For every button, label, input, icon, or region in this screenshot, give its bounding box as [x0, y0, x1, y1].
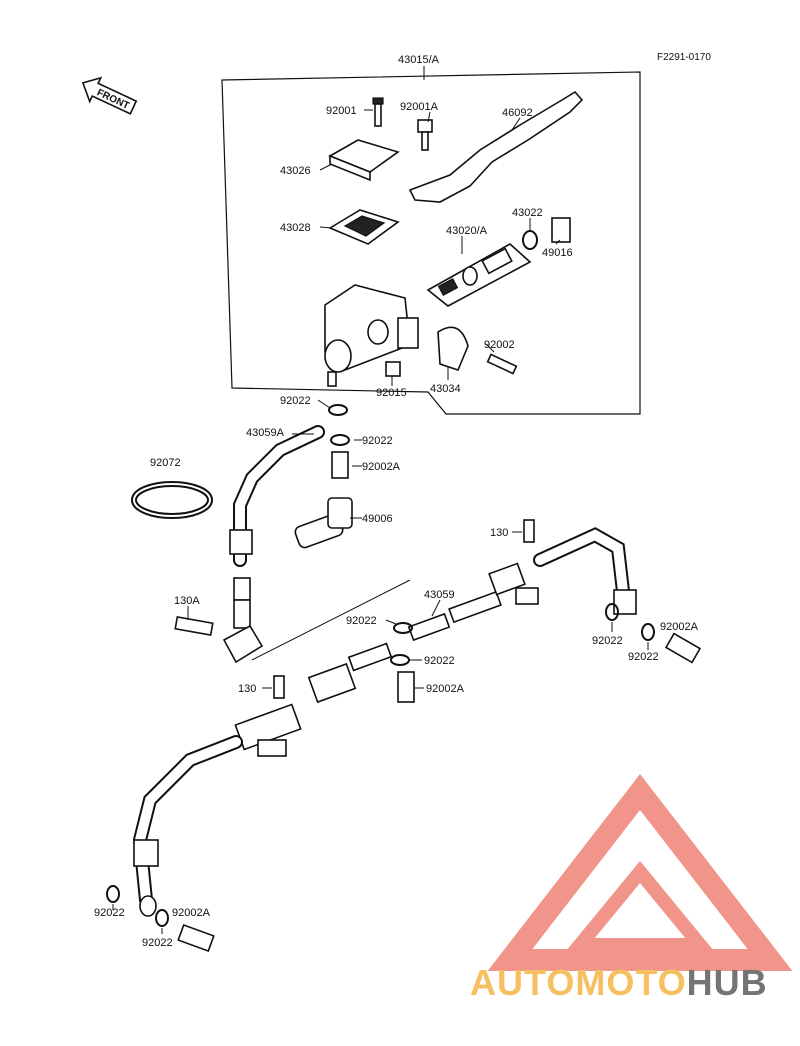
label-92022-d: 92022: [424, 655, 455, 667]
label-43022: 43022: [512, 207, 543, 219]
label-92022-g: 92022: [94, 907, 125, 919]
watermark-text-hub: HUB: [687, 962, 768, 1003]
bolt-92001a: [417, 119, 433, 151]
diagram-code: F2291-0170: [657, 52, 711, 63]
piston-parts: [437, 247, 513, 296]
connector-line-1: [251, 579, 411, 661]
watermark-text-main: AUTOMOTO: [470, 962, 687, 1003]
label-43026: 43026: [280, 165, 311, 177]
piston-kit-43020a: [426, 243, 532, 307]
label-92001a: 92001A: [400, 101, 439, 113]
label-130-a: 130: [490, 527, 508, 539]
gasket-92022-g: [106, 885, 120, 903]
label-92002a-c: 92002A: [426, 683, 465, 695]
label-43034: 43034: [430, 383, 461, 395]
label-43059: 43059: [424, 589, 455, 601]
lower-pipe: [132, 642, 393, 917]
bolt-92002a-b: [664, 632, 702, 664]
label-92001: 92001: [326, 105, 357, 117]
label-92022-b: 92022: [362, 435, 393, 447]
label-92002a-d: 92002A: [172, 907, 211, 919]
label-49006: 49006: [362, 513, 393, 525]
label-92022-h: 92022: [142, 937, 173, 949]
label-92022-f: 92022: [628, 651, 659, 663]
front-arrow-icon: FRONT: [81, 76, 138, 115]
boot-49016: [551, 217, 571, 243]
assembly-label: 43015/A: [398, 54, 440, 66]
pipe-43059: [407, 527, 637, 642]
label-130a: 130A: [174, 595, 200, 607]
cap-92015: [385, 361, 401, 377]
bolt-92002a-c: [397, 671, 415, 703]
bolt-130a: [174, 616, 214, 636]
label-92072: 92072: [150, 457, 181, 469]
svg-text:AUTOMOTOHUB: AUTOMOTOHUB: [470, 962, 768, 1003]
assembly-boundary: [221, 71, 641, 415]
gasket-92022-d: [390, 654, 410, 666]
lever-46092: [408, 90, 584, 203]
bolt-92002a-d: [177, 923, 215, 953]
label-92022-c: 92022: [346, 615, 377, 627]
label-49016: 49016: [542, 247, 573, 259]
label-92022-e: 92022: [592, 635, 623, 647]
watermark-logo: AUTOMOTOHUB: [470, 774, 793, 1003]
label-43059a: 43059A: [246, 427, 285, 439]
gasket-92022-f: [641, 623, 655, 641]
label-92002: 92002: [484, 339, 515, 351]
gasket-92022-b: [330, 434, 350, 446]
part-labels: 92001 92001A 46092 43026 43028 43022 430…: [94, 101, 699, 949]
label-43028: 43028: [280, 222, 311, 234]
gasket-92022-c: [393, 622, 413, 634]
clamp-43034: [437, 326, 469, 371]
label-46092: 46092: [502, 107, 533, 119]
circlip-43022: [522, 230, 538, 250]
band-92072: [131, 481, 213, 519]
gasket-92022-top: [328, 404, 348, 416]
gasket-92022-e: [605, 603, 619, 621]
leader-lines: [112, 109, 649, 934]
bolt-130-b: [273, 675, 285, 699]
hose-43059a: [222, 425, 325, 664]
label-92022-top: 92022: [280, 395, 311, 407]
label-92002a-b: 92002A: [660, 621, 699, 633]
bolt-130-a: [523, 519, 535, 543]
label-43020a: 43020/A: [446, 225, 488, 237]
label-92015: 92015: [376, 387, 407, 399]
bolt-92002: [486, 353, 518, 375]
screw-92001: [372, 97, 384, 127]
gasket-92022-h: [155, 909, 169, 927]
label-130-b: 130: [238, 683, 256, 695]
cap-49006: [294, 497, 353, 549]
bolt-92002a-a: [331, 451, 349, 479]
master-cylinder-body: [324, 284, 419, 387]
label-92002a-a: 92002A: [362, 461, 401, 473]
